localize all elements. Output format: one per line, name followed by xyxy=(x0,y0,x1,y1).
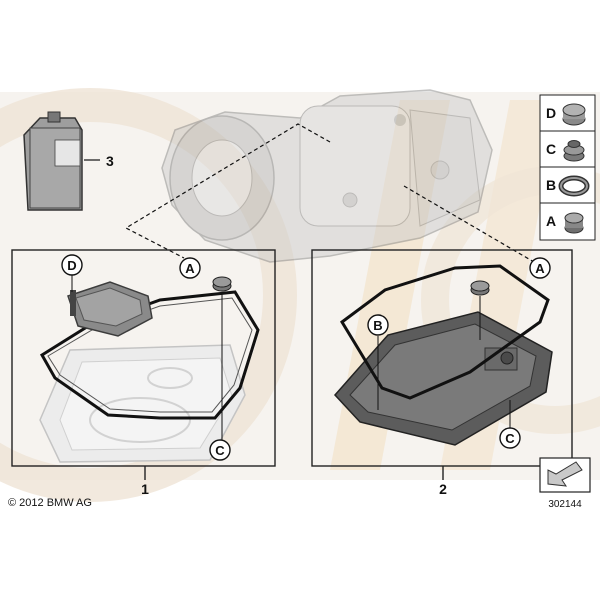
callout-a-kit1-label: A xyxy=(185,261,195,276)
diagram-number: 302144 xyxy=(548,499,582,510)
legend-plug-icon xyxy=(563,140,585,162)
oil-can xyxy=(23,111,83,211)
legend-ring-icon xyxy=(558,175,590,197)
callout-c-kit2: C xyxy=(499,427,521,449)
callout-a-kit2: A xyxy=(529,257,551,279)
callout-a-kit1: A xyxy=(179,257,201,279)
copyright-text: © 2012 BMW AG xyxy=(8,497,92,509)
callout-c-kit1: C xyxy=(209,439,231,461)
legend-label-d: D xyxy=(546,105,556,121)
callout-d-kit1-label: D xyxy=(67,258,76,273)
legend-cap-icon xyxy=(562,103,586,126)
legend-label-b: B xyxy=(546,177,556,193)
kit-2-frame xyxy=(311,249,573,467)
callout-b-kit2: B xyxy=(367,314,389,336)
callout-c-kit1-label: C xyxy=(215,443,225,458)
transmission-housing xyxy=(161,89,493,263)
part-number-1: 1 xyxy=(141,481,149,497)
arrow-icon xyxy=(539,457,591,493)
legend-label-c: C xyxy=(546,141,556,157)
kit-2-gasket xyxy=(340,264,550,400)
callout-a-kit2-label: A xyxy=(535,261,545,276)
callout-c-kit2-label: C xyxy=(505,431,515,446)
kit-2-drain-plug xyxy=(470,280,490,296)
legend-bolt-icon xyxy=(564,212,584,234)
callout-b-kit2-label: B xyxy=(373,318,382,333)
part-number-2: 2 xyxy=(439,481,447,497)
kit-1-drain-plug xyxy=(212,276,232,292)
callout-d-kit1: D xyxy=(61,254,83,276)
kit-1-oil-pan xyxy=(39,344,246,463)
part-number-3: 3 xyxy=(106,153,114,169)
kit-2-oil-pan xyxy=(333,311,553,446)
kit-1-frame xyxy=(11,249,276,467)
kit-1-filter xyxy=(67,281,153,337)
legend-label-a: A xyxy=(546,213,556,229)
